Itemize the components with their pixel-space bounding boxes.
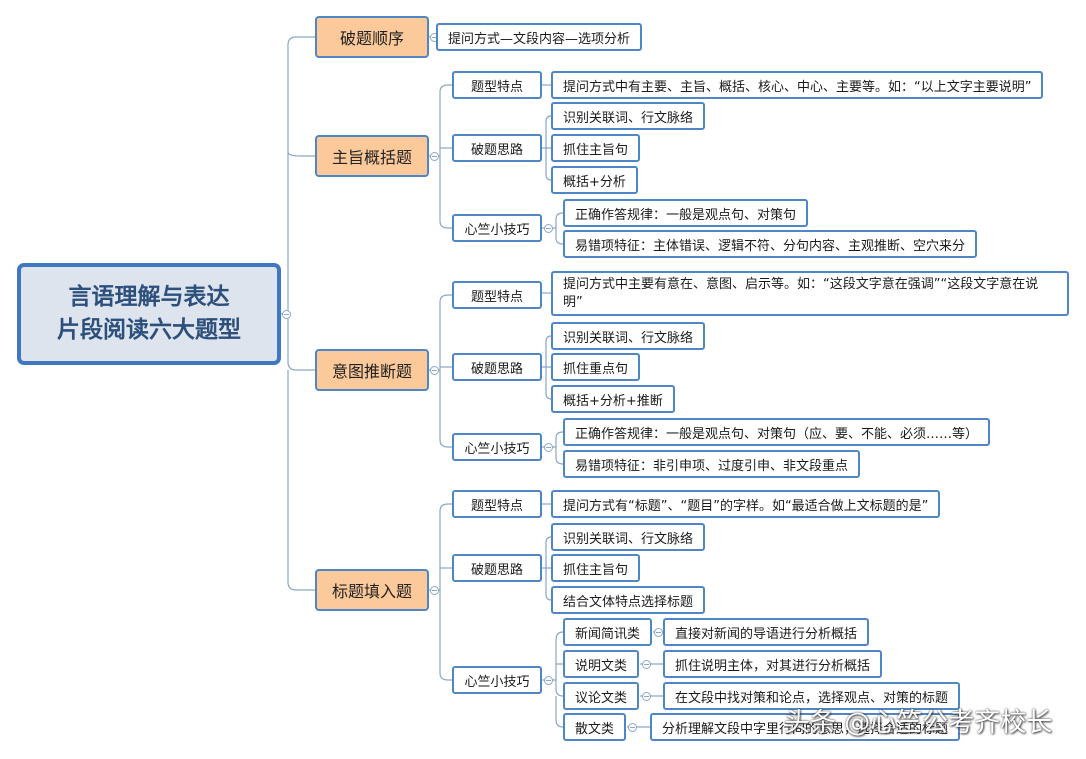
subleaf-wenti-label[interactable]: 说明文类 — [563, 650, 640, 678]
leaf-tixing-text[interactable]: 提问方式中主要有意在、意图、启示等。如：“这段文字意在强调”“这段文字意在说明” — [551, 271, 1069, 316]
subtopic-poti-silu[interactable]: 破题思路 — [452, 554, 542, 582]
subleaf-wenti-text[interactable]: 抓住说明主体，对其进行分析概括 — [663, 650, 883, 678]
leaf-jiqiao-item[interactable]: 易错项特征：非引申项、过度引申、非文段重点 — [563, 450, 861, 478]
root-title-line1: 言语理解与表达 — [68, 284, 230, 310]
leaf-poti-item[interactable]: 概括+分析 — [551, 166, 638, 194]
collapse-toggle-icon[interactable] — [654, 628, 663, 637]
leaf-tixing-text[interactable]: 提问方式中有主要、主旨、概括、核心、中心、主要等。如：“以上文字主要说明” — [551, 71, 1044, 99]
subtopic-tixing-tedian[interactable]: 题型特点 — [452, 71, 542, 99]
collapse-toggle-icon[interactable] — [544, 443, 553, 452]
collapse-toggle-icon[interactable] — [430, 586, 439, 595]
collapse-toggle-icon[interactable] — [628, 723, 637, 732]
subtopic-tixing-tedian[interactable]: 题型特点 — [452, 281, 542, 309]
leaf-poti-item[interactable]: 抓住重点句 — [551, 353, 641, 381]
collapse-toggle-icon[interactable] — [544, 224, 553, 233]
leaf-poti-item[interactable]: 抓住主旨句 — [551, 134, 641, 162]
subleaf-wenti-text[interactable]: 直接对新闻的导语进行分析概括 — [663, 618, 870, 646]
subtopic-poti-silu[interactable]: 破题思路 — [452, 353, 542, 381]
collapse-toggle-icon[interactable] — [642, 660, 651, 669]
subleaf-wenti-label[interactable]: 散文类 — [563, 713, 627, 741]
subleaf-wenti-label[interactable]: 议论文类 — [563, 682, 640, 710]
subleaf-wenti-text[interactable]: 分析理解文段中字里行间的意思，选择合适的标题 — [650, 713, 961, 741]
collapse-toggle-icon[interactable] — [430, 152, 439, 161]
root-title-line2: 片段阅读六大题型 — [57, 317, 241, 343]
leaf-poti-shunxu[interactable]: 提问方式—文段内容—选项分析 — [436, 23, 643, 51]
topic-biaoti-tianru[interactable]: 标题填入题 — [315, 569, 429, 611]
collapse-toggle-icon[interactable] — [642, 692, 651, 701]
leaf-poti-item[interactable]: 识别关联词、行文脉络 — [551, 102, 706, 130]
subleaf-wenti-text[interactable]: 在文段中找对策和论点，选择观点、对策的标题 — [663, 682, 961, 710]
topic-poti-shunxu[interactable]: 破题顺序 — [315, 16, 429, 58]
root-topic[interactable]: 言语理解与表达 片段阅读六大题型 — [17, 263, 281, 365]
leaf-poti-item[interactable]: 抓住主旨句 — [551, 554, 641, 582]
subtopic-tixing-tedian[interactable]: 题型特点 — [452, 490, 542, 518]
collapse-toggle-icon[interactable] — [544, 676, 553, 685]
leaf-jiqiao-item[interactable]: 易错项特征：主体错误、逻辑不符、分句内容、主观推断、空穴来分 — [563, 230, 978, 258]
collapse-toggle-icon[interactable] — [282, 310, 291, 319]
subleaf-wenti-label[interactable]: 新闻简讯类 — [563, 618, 653, 646]
topic-yitu-tuiduan[interactable]: 意图推断题 — [315, 349, 429, 391]
subtopic-poti-silu[interactable]: 破题思路 — [452, 134, 542, 162]
collapse-toggle-icon[interactable] — [430, 366, 439, 375]
leaf-poti-item[interactable]: 概括+分析+推断 — [551, 385, 675, 413]
watermark-text: 头条 @心竺公考齐校长 — [784, 708, 1053, 738]
leaf-tixing-text[interactable]: 提问方式有“标题”、“题目”的字样。如“最适合做上文标题的是” — [551, 490, 941, 518]
subtopic-xinzhu-jiqiao[interactable]: 心竺小技巧 — [452, 666, 542, 694]
subtopic-xinzhu-jiqiao[interactable]: 心竺小技巧 — [452, 214, 542, 242]
leaf-jiqiao-item[interactable]: 正确作答规律：一般是观点句、对策句（应、要、不能、必须……等） — [563, 418, 991, 446]
leaf-jiqiao-item[interactable]: 正确作答规律：一般是观点句、对策句 — [563, 199, 809, 227]
leaf-poti-item[interactable]: 结合文体特点选择标题 — [551, 586, 706, 614]
leaf-poti-item[interactable]: 识别关联词、行文脉络 — [551, 322, 706, 350]
topic-zhuzhi-gaikuo[interactable]: 主旨概括题 — [315, 135, 429, 177]
leaf-poti-item[interactable]: 识别关联词、行文脉络 — [551, 523, 706, 551]
subtopic-xinzhu-jiqiao[interactable]: 心竺小技巧 — [452, 433, 542, 461]
